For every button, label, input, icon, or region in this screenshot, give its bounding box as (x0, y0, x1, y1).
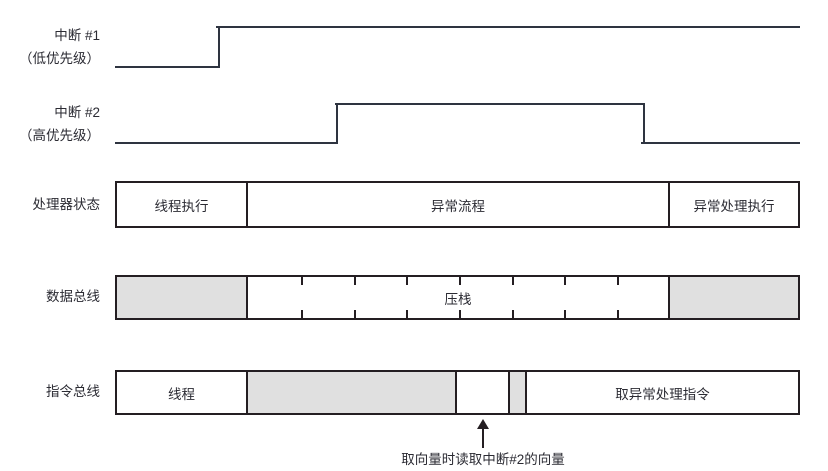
annotation-arrowhead-icon (477, 419, 489, 429)
annotation-caption: 取向量时读取中断#2的向量 (401, 452, 565, 467)
processor-state-cell-exception-handler: 异常处理执行 (693, 198, 775, 214)
row-label-interrupt-1-line2: （低优先级） (19, 51, 100, 66)
row-label-interrupt-1-line1: 中断 #1 (54, 28, 100, 43)
irq1-low-segment (115, 66, 219, 68)
irq1-rising-edge (218, 26, 220, 68)
instruction-bus-cell-stall (248, 372, 457, 413)
row-label-processor-state: 处理器状态 (32, 197, 101, 212)
data-bus-cell-idle-right (670, 277, 798, 318)
processor-state-cell-exception-flow: 异常流程 (248, 183, 670, 226)
instruction-bus-cell-gap (510, 372, 527, 413)
instruction-bus-cell-vector-fetch (457, 372, 510, 413)
row-label-data-bus: 数据总线 (46, 289, 100, 304)
instruction-bus-cell-handler-fetch: 取异常处理指令 (615, 386, 710, 402)
row-label-interrupt-2: 中断 #2 （高优先级） (0, 101, 100, 147)
row-label-interrupt-2-line1: 中断 #2 (54, 105, 100, 120)
processor-state-track: 线程执行 异常流程 异常处理执行 (115, 181, 800, 228)
instruction-bus-cell-thread: 线程 (117, 372, 248, 413)
instruction-bus-track: 线程 取异常处理指令 (115, 370, 800, 415)
row-label-interrupt-2-line2: （高优先级） (19, 128, 100, 143)
irq2-falling-edge (643, 103, 645, 144)
processor-state-cell-thread-exec: 线程执行 (117, 183, 248, 226)
irq1-high-segment (216, 26, 800, 28)
irq2-rising-edge (336, 103, 338, 144)
row-label-interrupt-1: 中断 #1 （低优先级） (0, 24, 100, 70)
data-bus-cell-stack-push-label: 压栈 (444, 291, 472, 307)
irq2-high-segment (335, 103, 645, 105)
irq2-low-segment-left (115, 142, 337, 144)
irq2-low-segment-right (641, 142, 800, 144)
data-bus-cell-stack-push: 压栈 (248, 277, 670, 318)
data-bus-cell-idle-left (117, 277, 248, 318)
data-bus-track: 压栈 (115, 275, 800, 320)
row-label-instruction-bus: 指令总线 (46, 384, 100, 399)
annotation-arrow-shaft (482, 428, 484, 448)
